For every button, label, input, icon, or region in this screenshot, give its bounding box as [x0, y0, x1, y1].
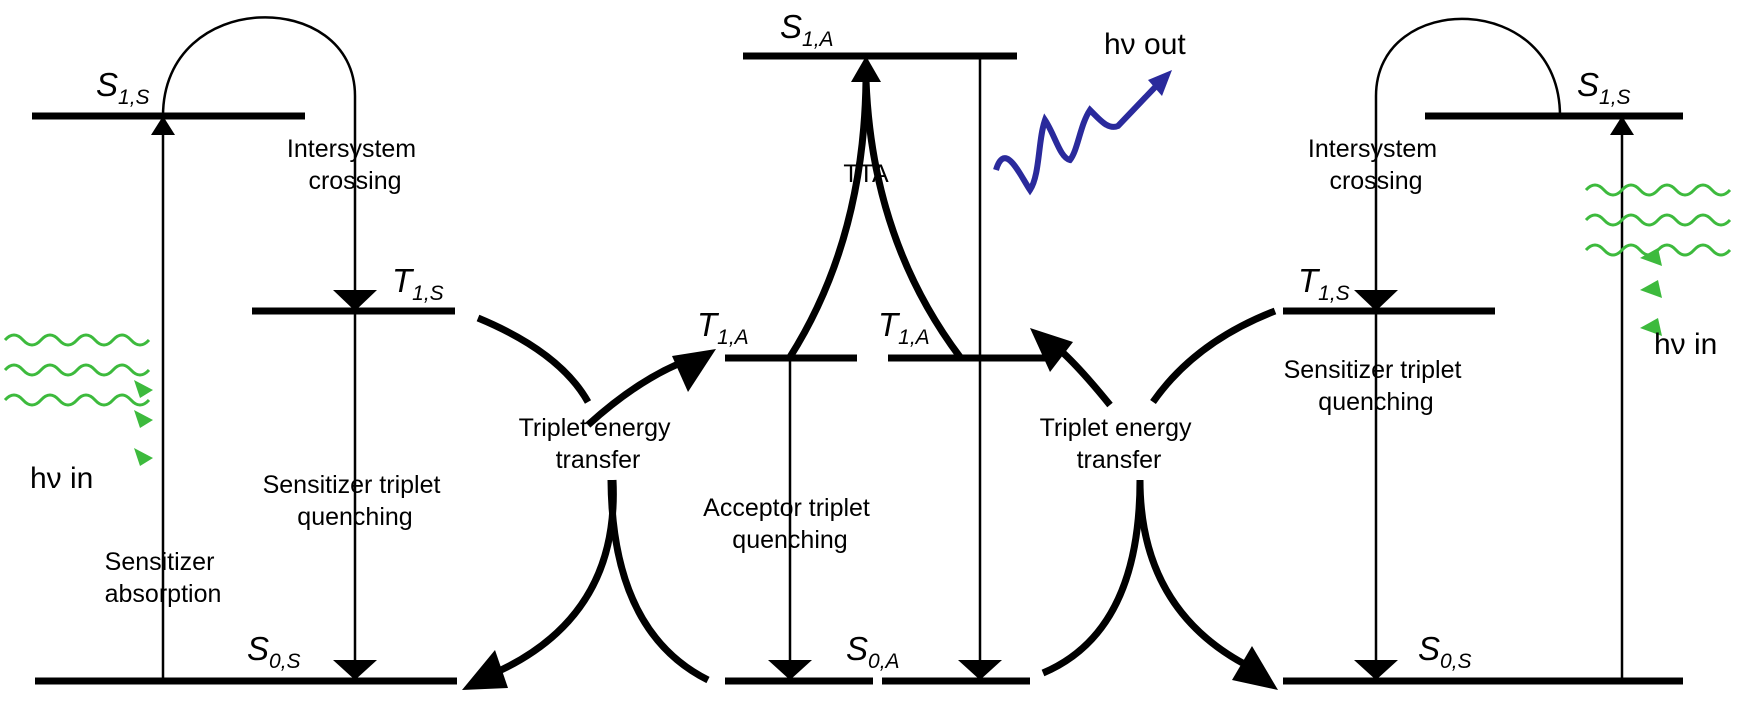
label-t1s-left: T1,S — [392, 262, 444, 305]
right-tet-transitions — [1030, 307, 1278, 690]
left-sensitizer-transitions — [151, 16, 377, 680]
tet-left-arrowhead-s0s — [462, 650, 508, 690]
acceptor-transitions — [768, 56, 1002, 680]
left-tet-transitions — [462, 314, 716, 690]
tet-left-arc-in — [476, 314, 592, 404]
label-atq: Acceptor triplet quenching — [703, 494, 877, 554]
label-tet-left: Triplet energy transfer — [519, 414, 678, 474]
isc-arrowhead-right — [1354, 290, 1398, 311]
atq-arrowhead — [768, 660, 812, 680]
stq-arrowhead-left — [333, 660, 377, 680]
label-s1s-left: S1,S — [96, 66, 150, 109]
tet-right-arrowhead-s0s — [1232, 646, 1278, 690]
tet-right-arc-in — [1150, 307, 1277, 405]
photon-out: hν out — [993, 28, 1186, 196]
label-tet-right: Triplet energy transfer — [1040, 414, 1199, 474]
wavy-arrow-out — [993, 79, 1163, 196]
wavy-arrowhead-right-2 — [1640, 280, 1662, 298]
level-labels: S1,S T1,S S0,S S1,A T1,A T1,A S0,A S1,S … — [96, 8, 1631, 673]
label-s0s-left: S0,S — [247, 630, 301, 673]
wavy-arrow-right-3 — [1584, 243, 1732, 257]
tta-arc-right — [862, 79, 963, 360]
wavy-arrowhead-right-3 — [1640, 318, 1662, 336]
tet-right-arc-to-s0s — [1136, 479, 1254, 672]
wavy-arrow-left-2 — [3, 363, 151, 377]
tta-arc-left — [787, 79, 870, 359]
label-t1a-right: T1,A — [878, 306, 930, 349]
label-s0a: S0,A — [846, 630, 900, 673]
hv-in-left: hν in — [30, 462, 93, 495]
absorption-arrowhead-left — [151, 116, 175, 135]
right-sensitizer-transitions — [1354, 17, 1634, 680]
photon-in-left: hν in — [3, 333, 153, 495]
stq-arrowhead-right — [1354, 660, 1398, 680]
wavy-arrowhead-out — [1148, 70, 1172, 96]
label-s1a: S1,A — [780, 8, 834, 51]
hv-out: hν out — [1104, 28, 1186, 61]
tet-left-arrowhead-t1a — [672, 349, 716, 392]
wavy-arrow-right-1 — [1584, 183, 1732, 197]
label-stq-left: Sensitizer triplet quenching — [263, 471, 448, 531]
label-t1a-left: T1,A — [697, 306, 749, 349]
label-absorption: Sensitizer absorption — [105, 548, 222, 608]
label-s1s-right: S1,S — [1577, 66, 1631, 109]
isc-arrowhead-left — [333, 290, 377, 311]
label-stq-right: Sensitizer triplet quenching — [1284, 356, 1469, 416]
energy-levels — [32, 52, 1683, 685]
photon-in-right: hν in — [1584, 183, 1732, 361]
wavy-arrowhead-left-1 — [134, 380, 153, 398]
wavy-arrow-left-1 — [3, 333, 151, 347]
label-tta: TTA — [843, 160, 889, 188]
process-labels: Intersystem crossing Sensitizer triplet … — [105, 135, 1469, 608]
tet-right-arc-from-s0a — [1041, 479, 1144, 677]
label-isc-left: Intersystem crossing — [287, 135, 423, 195]
isc-arc-right — [1374, 17, 1562, 292]
label-isc-right: Intersystem crossing — [1308, 135, 1444, 195]
tta-arrowhead — [851, 56, 881, 82]
wavy-arrowhead-left-2 — [134, 410, 153, 428]
tet-right-arrowhead-t1a — [1030, 328, 1073, 372]
wavy-arrow-left-3 — [3, 393, 151, 407]
hv-in-right: hν in — [1654, 328, 1717, 361]
tet-right-arc-to-t1a — [1057, 347, 1113, 408]
label-t1s-right: T1,S — [1298, 262, 1350, 305]
absorption-arrowhead-right — [1610, 116, 1634, 135]
wavy-arrowhead-left-3 — [134, 448, 153, 466]
label-s0s-right: S0,S — [1418, 630, 1472, 673]
tet-left-arc-from-s0a — [607, 479, 710, 684]
isc-arc-left — [161, 16, 357, 292]
emission-arrowhead — [958, 660, 1002, 680]
wavy-arrow-right-2 — [1584, 213, 1732, 227]
tet-left-arc-to-s0s — [486, 479, 617, 680]
